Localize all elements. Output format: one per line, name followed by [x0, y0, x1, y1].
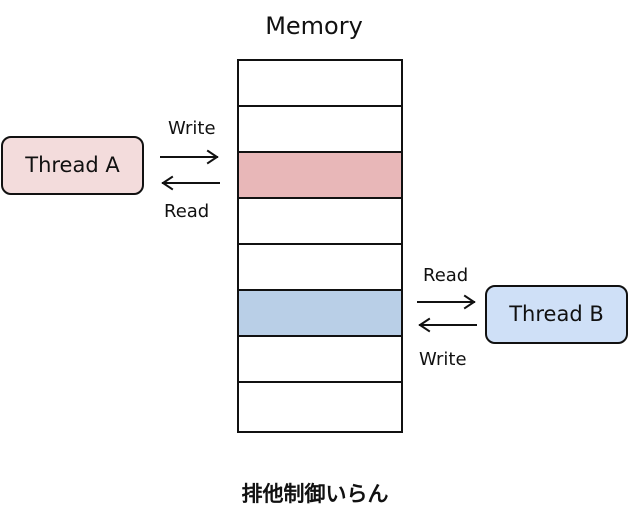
thread-b-write-arrow — [418, 317, 477, 333]
thread-a-write-label: Write — [168, 118, 216, 139]
thread-b-read-arrow — [417, 294, 476, 310]
memory-cell-2 — [239, 107, 401, 153]
thread-a-read-arrow — [161, 175, 220, 191]
thread-a-read-label: Read — [164, 201, 210, 222]
memory-cell-6 — [239, 291, 401, 337]
thread-b-label: Thread B — [509, 302, 604, 326]
memory-cell-5 — [239, 245, 401, 291]
memory-cell-1 — [239, 61, 401, 107]
memory-cell-7 — [239, 337, 401, 383]
memory-cell-3 — [239, 153, 401, 199]
thread-b-read-label: Read — [423, 265, 469, 286]
thread-b-box: Thread B — [485, 285, 628, 344]
thread-b-write-label: Write — [419, 349, 467, 370]
memory-block — [237, 59, 403, 433]
thread-a-box: Thread A — [1, 136, 144, 195]
diagram-caption: 排他制御いらん — [241, 482, 389, 506]
thread-a-label: Thread A — [25, 153, 120, 177]
memory-cell-4 — [239, 199, 401, 245]
thread-a-write-arrow — [160, 149, 219, 165]
memory-cell-8 — [239, 383, 401, 430]
memory-title: Memory — [265, 12, 363, 40]
